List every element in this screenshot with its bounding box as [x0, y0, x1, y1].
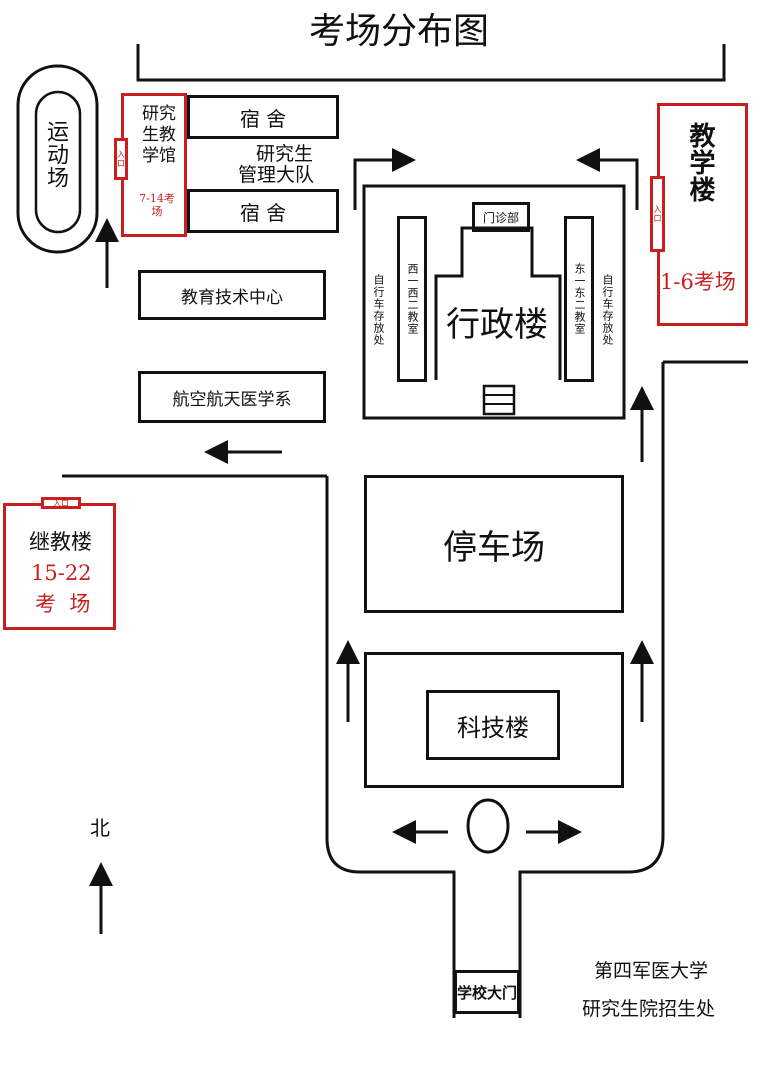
- entrance-label: 入口: [116, 150, 126, 168]
- admin-building-label: 行政楼: [446, 305, 548, 345]
- clinic[interactable]: 门诊部: [472, 202, 530, 232]
- grad-teaching-rooms: 7-14考场: [139, 192, 175, 218]
- west-classroom[interactable]: 西一西二教室: [397, 216, 427, 382]
- dorm-bottom[interactable]: 宿 舍: [187, 189, 339, 233]
- school-gate-label: 学校大门: [457, 983, 518, 1002]
- entrance-label: 入口: [653, 205, 662, 223]
- parking-label: 停车场: [443, 527, 545, 568]
- teaching-building-entrance: 入口: [650, 176, 665, 252]
- footer-line-2: 研究生院招生处: [582, 998, 716, 1020]
- clinic-label: 门诊部: [482, 210, 519, 225]
- teaching-building-rooms: 1-6考场: [660, 270, 736, 294]
- grad-teaching-entrance: 入口: [114, 138, 128, 180]
- dorm-top[interactable]: 宿 舍: [187, 95, 339, 139]
- continuing-edu-entrance: 入口: [41, 497, 81, 509]
- footer-line-1: 第四军医大学: [594, 960, 709, 982]
- sports-field-label: 运动场: [43, 120, 68, 189]
- grad-management-label-1: 研究生: [256, 143, 314, 165]
- north-label: 北: [90, 816, 110, 840]
- grad-teaching-label: 研究生教学馆: [142, 104, 176, 166]
- east-classroom[interactable]: 东一东二教室: [564, 216, 594, 382]
- continuing-edu-label: 继教楼: [29, 530, 92, 554]
- continuing-edu-rooms-2: 考 场: [35, 592, 91, 616]
- grad-management-label-2: 管理大队: [238, 164, 315, 186]
- east-classroom-label: 东一东二教室: [573, 263, 586, 335]
- roundabout: [466, 798, 510, 854]
- admin-compound: [362, 184, 626, 420]
- entrance-label: 入口: [53, 498, 69, 508]
- aerospace-medicine-dept[interactable]: 航空航天医学系: [138, 371, 326, 423]
- sci-tech-compound: [364, 652, 624, 788]
- title-bracket: [136, 44, 726, 82]
- bike-parking-left: 自行车存放处: [372, 274, 385, 346]
- sci-tech-building[interactable]: 科技楼: [426, 690, 560, 760]
- school-gate[interactable]: 学校大门: [454, 970, 520, 1014]
- parking-lot[interactable]: 停车场: [364, 475, 624, 613]
- bike-parking-right: 自行车存放处: [601, 274, 614, 346]
- aerospace-medicine-label: 航空航天医学系: [172, 389, 292, 410]
- dorm-bottom-label: 宿 舍: [239, 200, 287, 225]
- sports-field-outer: [16, 64, 99, 254]
- edu-tech-center-label: 教育技术中心: [181, 287, 283, 308]
- edu-tech-center[interactable]: 教育技术中心: [138, 270, 326, 320]
- teaching-building-label: 教学楼: [685, 122, 715, 203]
- west-classroom-label: 西一西二教室: [406, 263, 419, 335]
- sci-tech-label: 科技楼: [457, 713, 529, 742]
- sports-field-inner: [34, 90, 82, 234]
- dorm-top-label: 宿 舍: [239, 106, 287, 131]
- continuing-edu-rooms-1: 15-22: [31, 561, 92, 585]
- map-title: 考场分布图: [309, 11, 490, 52]
- admin-inner-outline: [434, 226, 562, 380]
